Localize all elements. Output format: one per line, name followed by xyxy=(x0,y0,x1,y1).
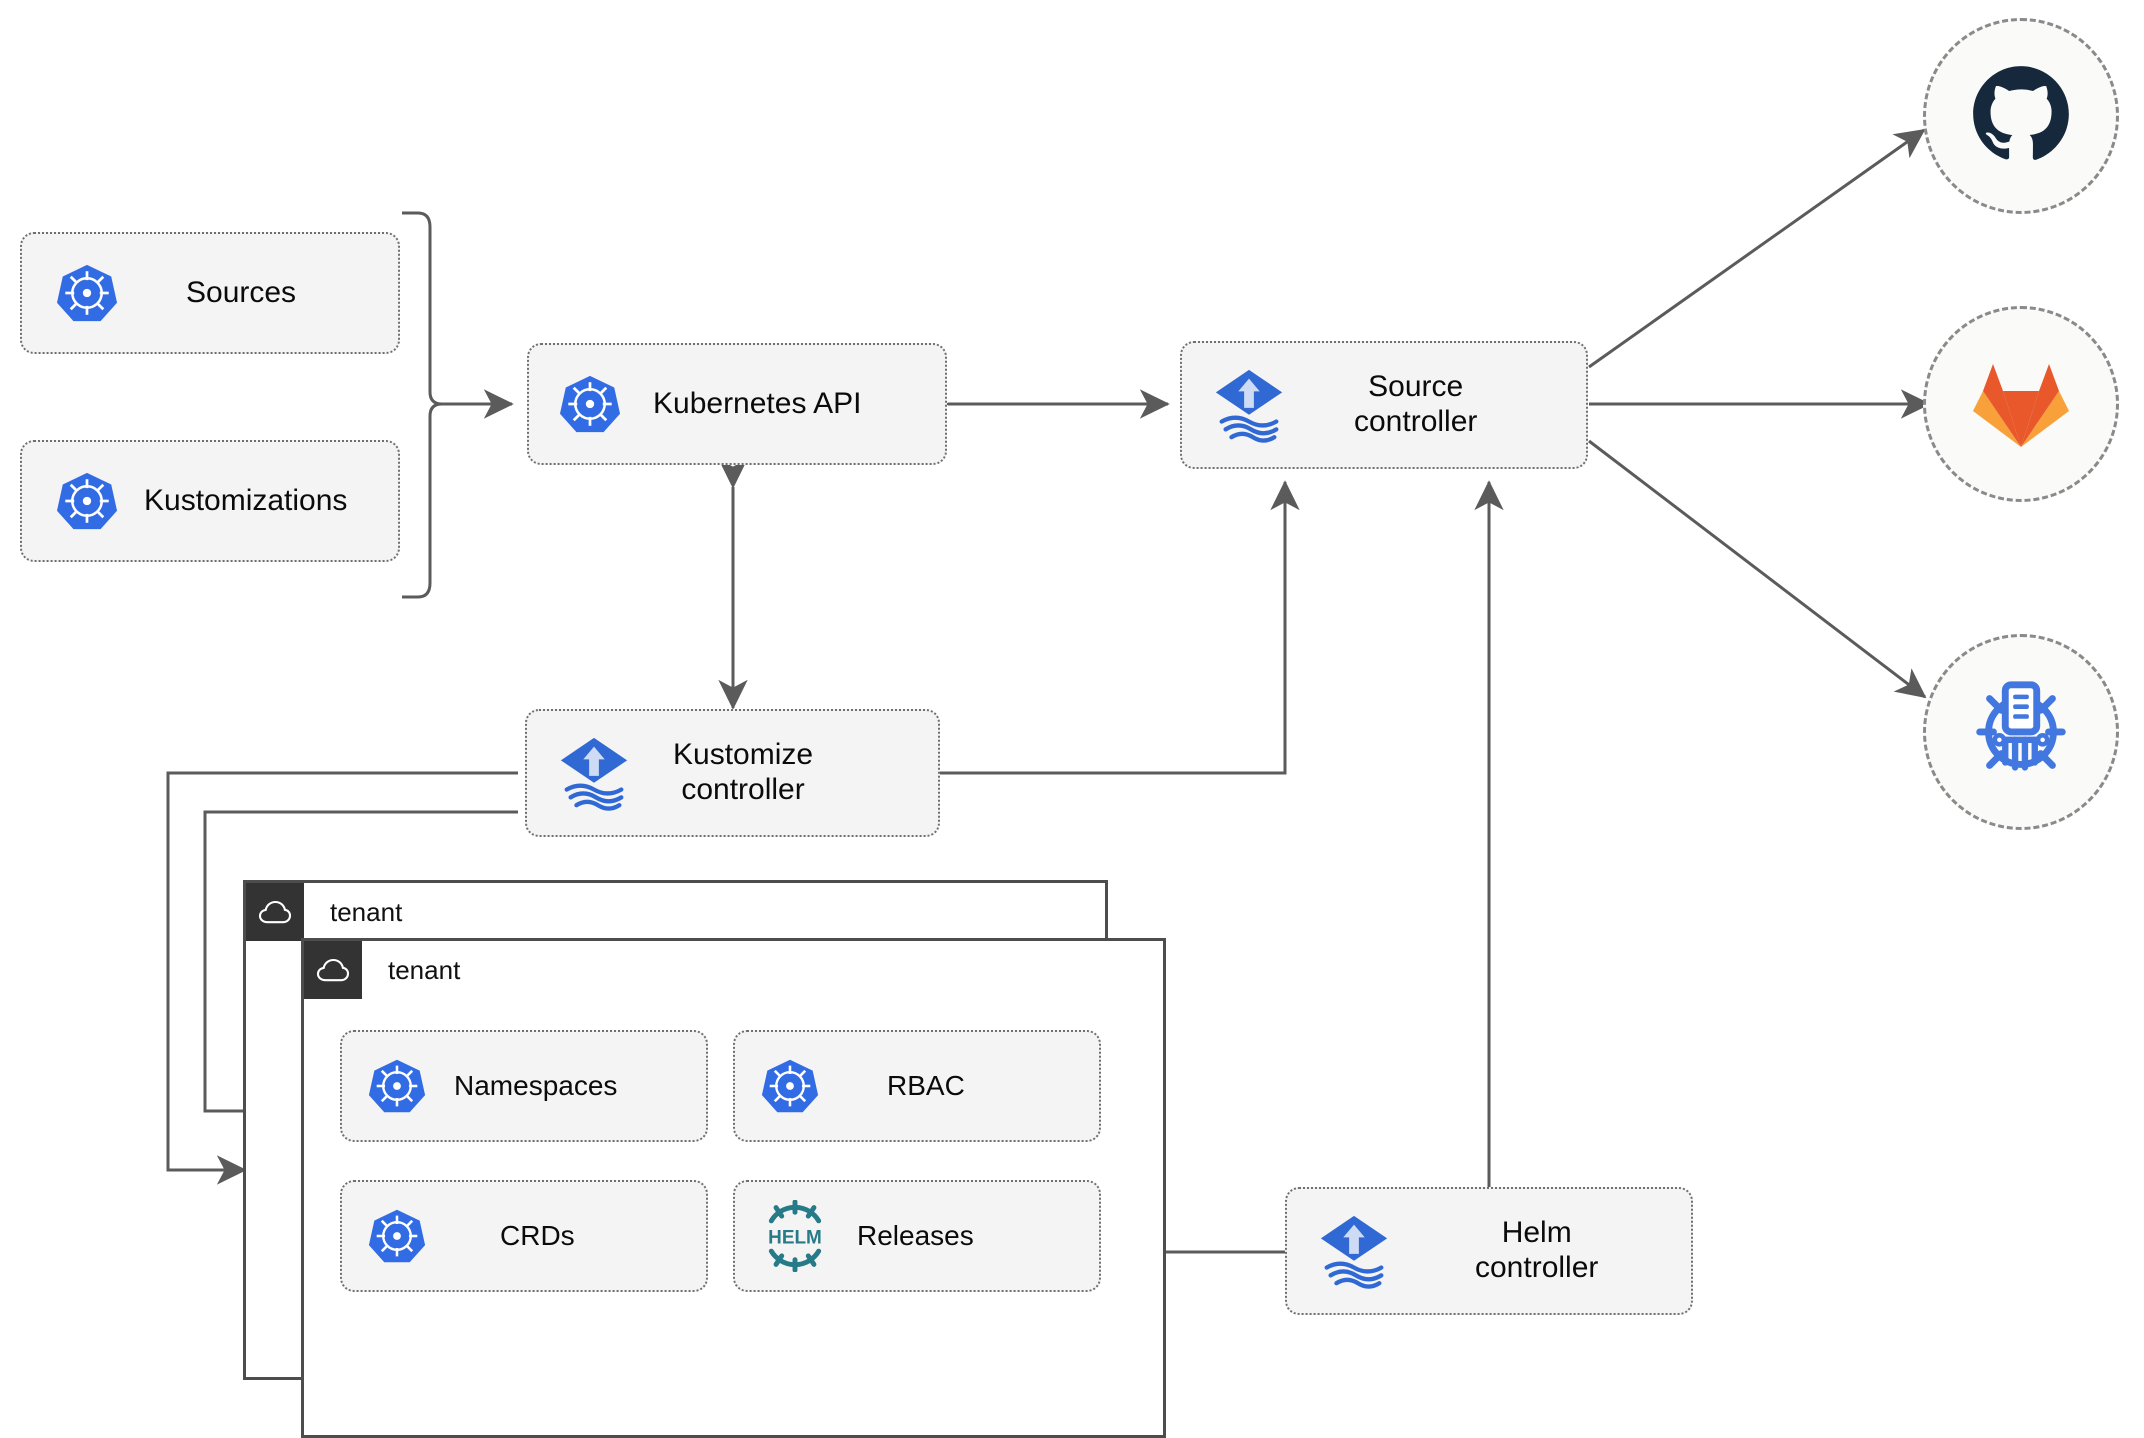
node-kubernetes-api[interactable]: Kubernetes API xyxy=(527,343,947,465)
kubernetes-icon xyxy=(761,1057,819,1115)
wire-source-github xyxy=(1588,128,1926,369)
gitlab-icon xyxy=(1971,355,2071,454)
node-sources-label: Sources xyxy=(186,275,297,309)
node-source-controller-label: Source controller xyxy=(1354,370,1478,438)
wire-inputs-brace xyxy=(402,211,443,599)
endpoint-gitlab[interactable] xyxy=(1923,306,2119,502)
helm-chart-icon xyxy=(1962,671,2080,794)
wire-kustomize-source xyxy=(940,480,1300,775)
kubernetes-icon xyxy=(559,373,621,435)
flux-icon xyxy=(1210,365,1288,445)
node-kustomizations-label: Kustomizations xyxy=(144,483,348,517)
kubernetes-icon xyxy=(368,1057,426,1115)
node-kustomize-controller-label: Kustomize controller xyxy=(673,738,814,806)
tenant-back-header: tenant xyxy=(246,883,402,941)
cloud-icon xyxy=(304,941,362,999)
node-crds[interactable]: CRDs xyxy=(340,1180,708,1292)
svg-text:HELM: HELM xyxy=(768,1228,822,1249)
node-rbac[interactable]: RBAC xyxy=(733,1030,1101,1142)
node-helm-controller-label: Helm controller xyxy=(1475,1216,1599,1284)
cloud-icon xyxy=(246,883,304,941)
node-helm-controller[interactable]: Helm controller xyxy=(1285,1187,1693,1315)
tenant-front-header: tenant xyxy=(304,941,460,999)
node-releases[interactable]: HELM Releases xyxy=(733,1180,1101,1292)
tenant-back-label: tenant xyxy=(330,896,403,927)
kubernetes-icon xyxy=(368,1207,426,1265)
node-namespaces-label: Namespaces xyxy=(454,1069,618,1101)
helm-icon: HELM xyxy=(757,1200,833,1272)
node-kubernetes-api-label: Kubernetes API xyxy=(653,386,862,420)
tenant-front-label: tenant xyxy=(388,954,461,985)
node-rbac-label: RBAC xyxy=(887,1069,965,1101)
node-namespaces[interactable]: Namespaces xyxy=(340,1030,708,1142)
node-kustomize-controller[interactable]: Kustomize controller xyxy=(525,709,940,837)
wire-source-helmrepo xyxy=(1588,439,1927,699)
node-sources[interactable]: Sources xyxy=(20,232,400,354)
flux-icon xyxy=(555,733,633,813)
endpoint-helm-repo[interactable] xyxy=(1923,634,2119,830)
node-crds-label: CRDs xyxy=(500,1219,575,1251)
kubernetes-icon xyxy=(56,262,118,324)
kubernetes-icon xyxy=(56,470,118,532)
flux-icon xyxy=(1315,1211,1393,1291)
endpoint-github[interactable] xyxy=(1923,18,2119,214)
github-icon xyxy=(1969,62,2073,171)
node-kustomizations[interactable]: Kustomizations xyxy=(20,440,400,562)
node-source-controller[interactable]: Source controller xyxy=(1180,341,1588,469)
node-releases-label: Releases xyxy=(857,1219,974,1251)
diagram-canvas: tenant tenant xyxy=(20,18,2119,1438)
